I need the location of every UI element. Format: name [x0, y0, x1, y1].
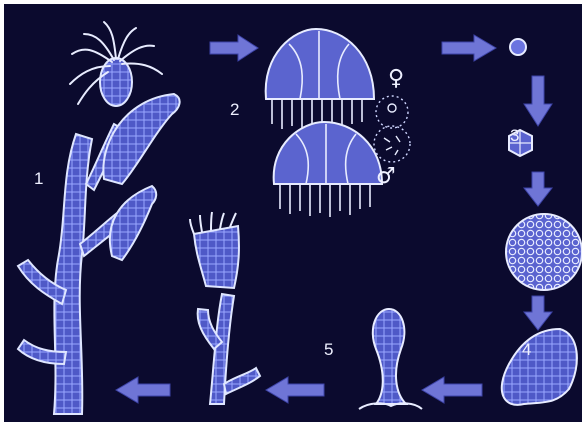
medusa-female [266, 29, 374, 132]
arrow-zygote-to-cleavage [524, 76, 552, 126]
settled-larva [359, 309, 422, 409]
gametes [374, 96, 410, 162]
medusa-male [274, 122, 382, 217]
stage-label-5: 5 [324, 340, 333, 360]
stage-label-3: 3 [510, 126, 519, 146]
arrow-medusa-to-zygote [442, 35, 496, 61]
male-symbol: ♂ [376, 164, 396, 189]
arrow-settled-to-young [266, 377, 324, 403]
planula-larva [502, 329, 577, 405]
stage-label-4: 4 [522, 340, 531, 360]
stage-label-1: 1 [34, 169, 43, 189]
diagram-panel: 1 2 3 4 5 ♀ ♂ [4, 4, 582, 422]
polyp-colony [18, 22, 180, 414]
blastula [506, 214, 582, 290]
arrow-cleavage-to-blastula [524, 172, 552, 206]
stage-label-2: 2 [230, 100, 239, 120]
arrow-polyp-to-medusa [210, 35, 258, 61]
arrow-blastula-to-planula [524, 296, 552, 330]
female-symbol: ♀ [388, 66, 404, 91]
arrow-young-to-colony [116, 377, 170, 403]
young-polyp [190, 212, 260, 404]
zygote [510, 39, 526, 55]
life-cycle-diagram [4, 4, 582, 422]
arrow-planula-to-settled [422, 377, 482, 403]
